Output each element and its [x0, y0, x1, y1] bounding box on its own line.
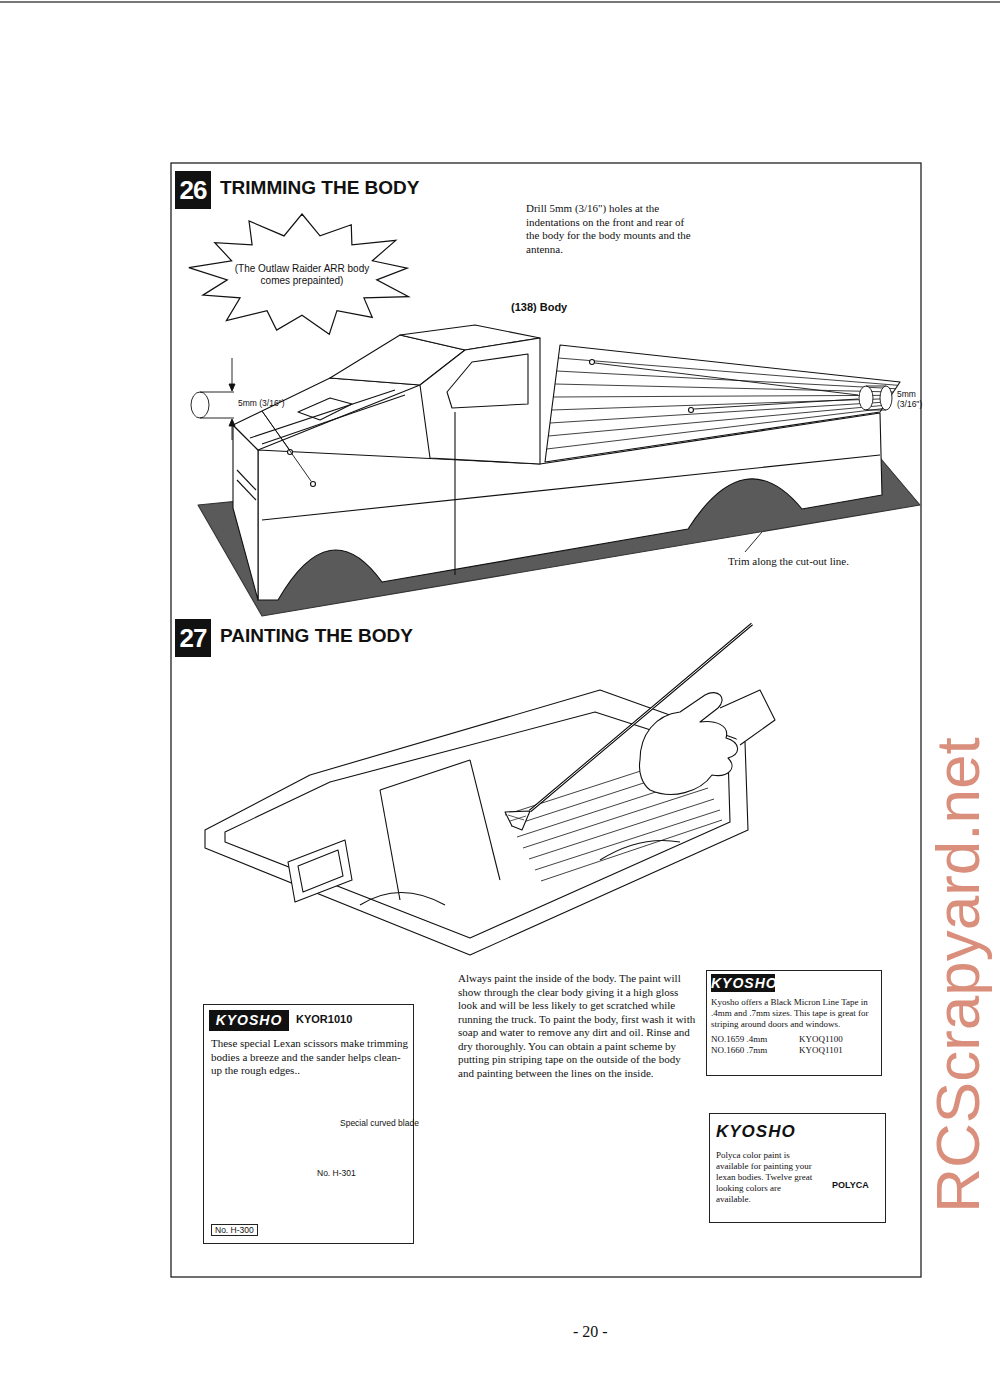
hole-size-symbol — [694, 399, 858, 409]
hole-size-symbol — [880, 386, 892, 410]
page-frame — [171, 163, 921, 1277]
mount-hole — [288, 360, 694, 487]
instruction-note: Drill 5mm (3/16") holes at the indentati… — [526, 202, 691, 256]
bed-ribs — [553, 395, 891, 397]
starburst-outline — [189, 214, 409, 334]
painting-drawing — [530, 624, 752, 811]
product-box: KYOSHO Kyosho offers a Black Micron Line … — [706, 970, 882, 1076]
part-number: KYOQ1101 — [799, 1045, 843, 1056]
instruction-note: Always paint the inside of the body. The… — [458, 972, 696, 1080]
dimension: 5mm (3/16") — [238, 398, 284, 408]
hood-stripe — [250, 390, 395, 438]
bed-ribs — [558, 358, 898, 385]
painting-drawing — [505, 811, 530, 830]
painting-drawing — [298, 850, 343, 892]
starburst-callout: (The Outlaw Raider ARR body comes prepai… — [186, 212, 418, 338]
step-title: PAINTING THE BODY — [220, 625, 413, 647]
bed-ribs — [550, 402, 887, 423]
door-line — [454, 412, 455, 575]
hole-size-symbol — [745, 532, 762, 552]
hole-size-symbol — [229, 419, 235, 426]
bed-ribs — [547, 409, 883, 449]
brand-name: KYOSHO — [711, 974, 775, 992]
mount-hole — [311, 482, 316, 487]
brand-name: KYOSHO — [716, 1122, 796, 1142]
watermark: RCScrapyard.net — [922, 737, 993, 1213]
painting-drawing — [535, 810, 720, 870]
section-heading: 26TRIMMING THE BODY — [175, 171, 211, 209]
bed-ribs — [557, 371, 896, 389]
brand-name: KYOSHO — [209, 1010, 289, 1031]
body-crease — [262, 455, 880, 520]
painting-drawing — [205, 690, 748, 955]
part-number: KYOR1010 — [296, 1013, 352, 1025]
step-title: TRIMMING THE BODY — [220, 177, 420, 199]
page-number: - 20 - — [573, 1323, 608, 1341]
grille-line — [237, 480, 256, 500]
dimension: 5mm (3/16") — [897, 389, 931, 409]
bed-ribs — [548, 405, 884, 436]
hole-size-symbol — [595, 363, 858, 395]
product-text: These special Lexan scissors make trimmi… — [211, 1037, 409, 1078]
part-number: NO.1659 .4mm — [711, 1034, 767, 1045]
jar-label: POLYCA — [832, 1180, 869, 1190]
hole-size-symbol — [859, 386, 873, 410]
hole-size-symbol — [866, 410, 886, 411]
body-front — [233, 425, 258, 600]
hole-size-symbol — [866, 386, 886, 387]
painting-drawing — [530, 624, 752, 811]
callout-text: (The Outlaw Raider ARR body comes prepai… — [234, 263, 370, 287]
product-text: Kyosho offers a Black Micron Line Tape i… — [711, 997, 879, 1030]
painting-drawing — [523, 788, 708, 848]
hole-size-symbol — [200, 418, 234, 419]
hood-scoop — [298, 398, 352, 420]
mount-hole — [590, 360, 595, 365]
painting-drawing — [360, 893, 445, 906]
painting-drawing — [470, 760, 500, 880]
product-box: KYOSHO Polyca color paint is available fo… — [709, 1113, 886, 1223]
painting-drawing — [541, 820, 722, 881]
painting-drawing — [380, 790, 400, 900]
brand-logo: KYOSHO — [209, 1010, 289, 1031]
product-box: KYOSHO KYOR1010These special Lexan scisso… — [203, 1004, 414, 1244]
painting-drawing — [508, 815, 526, 821]
part-number: No. H-301 — [317, 1168, 356, 1178]
truck-bed — [545, 345, 900, 462]
hole-size-symbol — [191, 358, 892, 552]
painting-drawing — [529, 799, 714, 859]
product-text: Polyca color paint is available for pain… — [716, 1150, 816, 1205]
hole-size-symbol — [262, 411, 311, 481]
step-number: 27 — [175, 619, 211, 657]
part-number: NO.1660 .7mm — [711, 1045, 767, 1056]
painting-drawing — [288, 840, 352, 902]
part-note: Special curved blade — [340, 1118, 419, 1128]
hole-size-symbol — [229, 384, 235, 391]
painting-drawing — [380, 760, 470, 790]
grille-line — [237, 470, 256, 490]
cab-side — [420, 338, 540, 464]
part-number: No. H-300 — [211, 1224, 258, 1236]
bed-ribs — [552, 399, 889, 410]
hole-size-symbol — [200, 392, 234, 393]
painting-drawing — [720, 690, 775, 745]
section-heading: 27PAINTING THE BODY — [175, 619, 211, 657]
hood — [233, 378, 420, 450]
mount-hole — [689, 408, 694, 413]
step-number: 26 — [175, 171, 211, 209]
brand-logo: KYOSHO — [711, 974, 775, 992]
bed-ribs — [555, 384, 893, 392]
part-name: (138) Body — [511, 301, 567, 313]
painting-drawing — [205, 624, 775, 955]
bed-ribs — [547, 358, 898, 449]
side-window — [447, 354, 528, 408]
truck-body-drawing — [198, 325, 920, 616]
scan-edge — [0, 1, 1000, 3]
part-number: KYOQ1100 — [799, 1034, 843, 1045]
instruction-note: Trim along the cut-out line. — [728, 555, 849, 569]
hole-size-symbol — [191, 392, 209, 418]
